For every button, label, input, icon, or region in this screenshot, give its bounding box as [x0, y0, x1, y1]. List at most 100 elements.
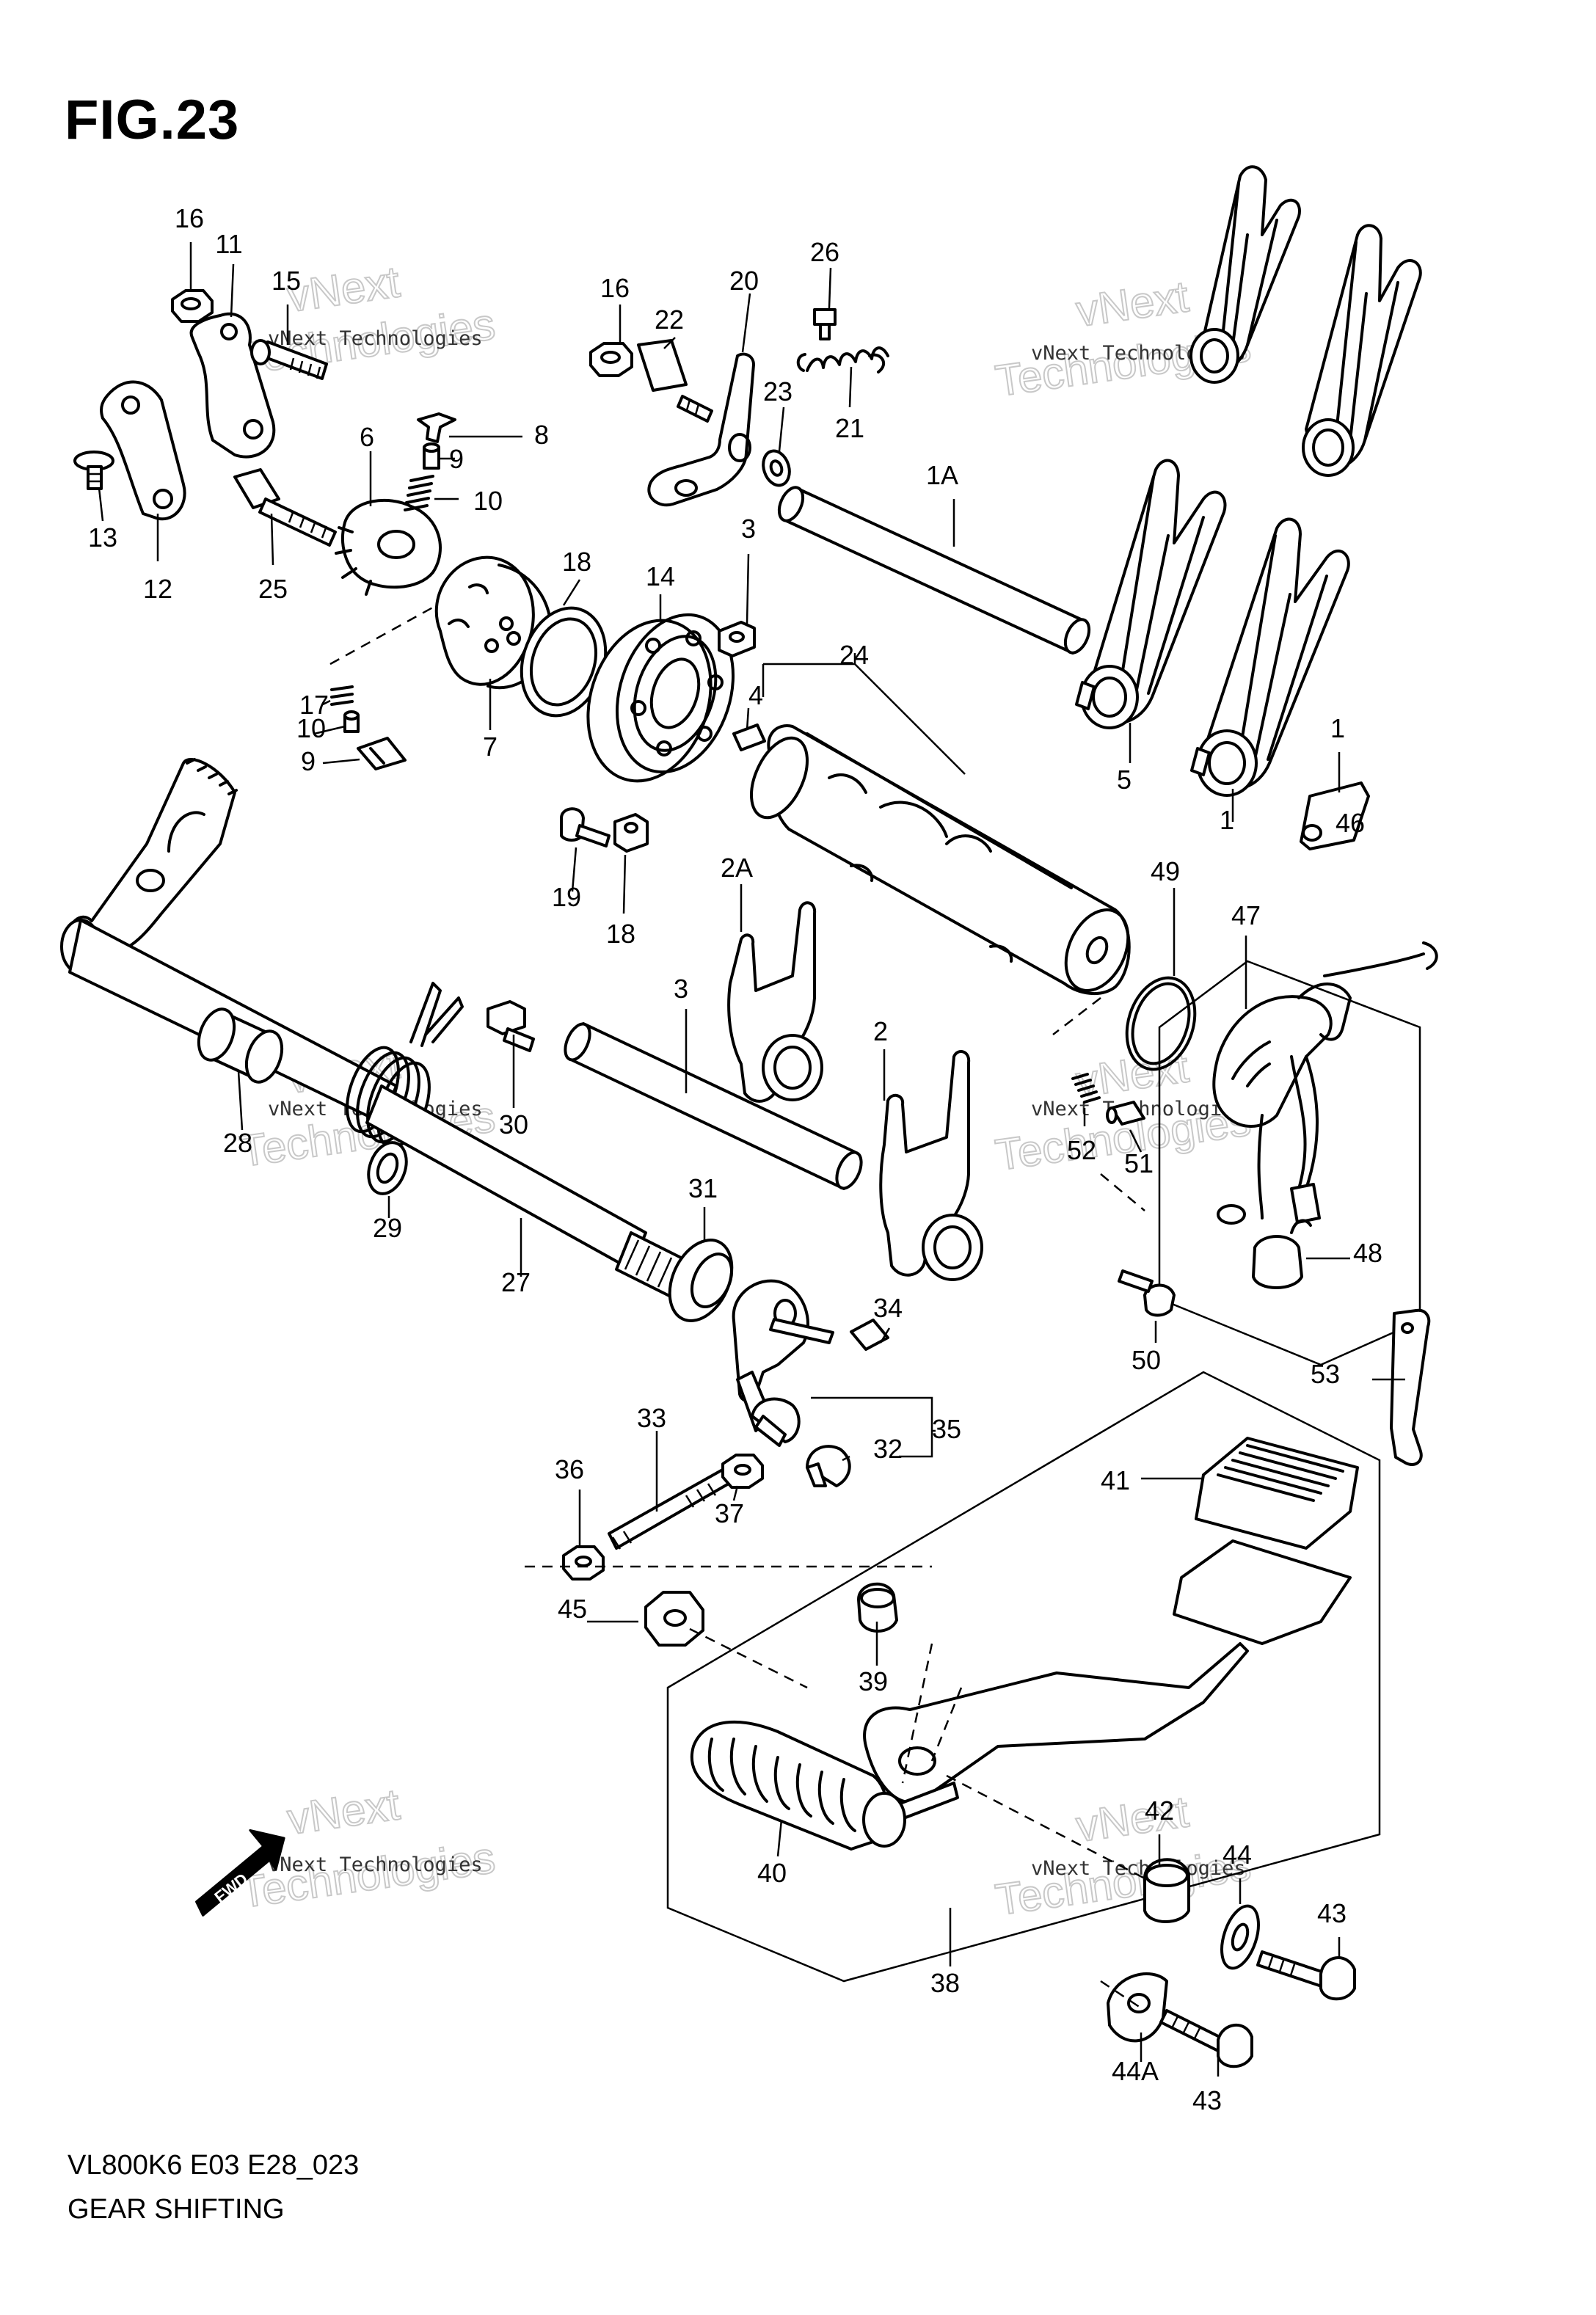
part-spring-21	[796, 346, 889, 373]
callout-label: 46	[1336, 808, 1365, 838]
part-footrest-40	[690, 1720, 906, 1851]
part-plate-53	[1390, 1308, 1431, 1466]
callout-label: 51	[1124, 1148, 1154, 1178]
watermark-text: vNext Technologies	[268, 327, 483, 350]
part-washer-44A	[1107, 1972, 1168, 2043]
callout-label: 7	[483, 732, 498, 762]
part-nut-16-right	[589, 342, 633, 377]
callout-label: 15	[272, 266, 301, 296]
part-spring-10-upper	[404, 475, 434, 511]
part-fork-2A	[727, 901, 823, 1103]
part-bolt-19	[560, 807, 611, 847]
callout-label: 2A	[721, 853, 753, 883]
part-joint-33	[806, 1445, 851, 1487]
callout-label: 50	[1132, 1345, 1161, 1375]
part-shift-drum-4	[750, 724, 1131, 996]
callout-label: 38	[930, 1968, 960, 1998]
callout-label: 8	[534, 420, 549, 450]
part-shift-lever-28	[60, 758, 398, 1124]
part-fork-shaft-3-lower	[564, 1022, 863, 1190]
callout-label: 44	[1222, 1840, 1252, 1870]
callout-label: 29	[373, 1213, 402, 1243]
assembly-dashed-lines	[329, 604, 1145, 2012]
callout-label: 4	[748, 680, 763, 710]
part-pin-5	[732, 723, 766, 751]
part-joint-32	[751, 1397, 801, 1447]
part-pin-51	[1106, 1101, 1145, 1126]
part-seal-29-lower	[367, 1141, 408, 1195]
callout-label: 11	[215, 229, 242, 259]
part-sensor-48	[1252, 1219, 1312, 1289]
part-fork-1-a	[1075, 459, 1227, 729]
callout-label: 10	[296, 713, 326, 743]
part-washer-44	[1220, 1904, 1260, 1970]
callout-label: 17	[299, 690, 329, 720]
part-nut-45	[644, 1591, 704, 1647]
callout-label: 27	[501, 1267, 531, 1297]
part-nut-36	[562, 1545, 605, 1581]
watermark-text: vNext Technologies	[1031, 1857, 1246, 1880]
callout-label: 28	[223, 1128, 252, 1158]
part-spring-52	[1071, 1073, 1101, 1104]
part-cam-plate-24	[434, 555, 553, 690]
callout-label: 35	[932, 1414, 961, 1444]
part-nut-37	[721, 1454, 764, 1489]
callout-label: 24	[839, 640, 869, 670]
callout-label: 19	[552, 882, 581, 912]
watermark-large-text: Technologies	[992, 1840, 1253, 1925]
callout-label: 3	[674, 974, 688, 1004]
callout-label: 33	[637, 1403, 666, 1433]
callout-label: 14	[646, 561, 675, 591]
callout-label: 20	[729, 266, 759, 296]
callout-label: 9	[301, 746, 316, 776]
watermark-large-text: vNext	[284, 1779, 403, 1844]
callout-label: 22	[655, 305, 684, 335]
part-fork-2	[879, 1050, 983, 1281]
part-screw-13	[73, 451, 114, 490]
callout-label: 1A	[926, 460, 958, 490]
part-bolt-30	[487, 1000, 535, 1052]
part-sensor-47	[1212, 941, 1438, 1225]
part-bolt-43-lower	[1159, 2009, 1253, 2068]
part-fork-1-b	[1190, 517, 1350, 797]
callout-label: 32	[873, 1434, 903, 1464]
part-collar-28	[197, 1007, 284, 1084]
part-bolt-34	[769, 1318, 889, 1351]
part-clip-46	[1300, 781, 1370, 850]
callout-label: 48	[1353, 1238, 1382, 1268]
callout-label: 2	[873, 1016, 888, 1046]
part-nut-16-left	[171, 289, 214, 323]
part-pin-9-upper	[423, 442, 440, 470]
callout-leaders	[98, 242, 1405, 2077]
callout-label: 39	[859, 1666, 888, 1696]
callout-label: 10	[473, 486, 503, 516]
part-cam-6	[335, 498, 442, 596]
callout-label: 5	[1117, 765, 1132, 795]
watermark-large-text: vNext	[1073, 271, 1192, 336]
part-pedal-arm	[863, 1642, 1249, 1829]
callout-label: 37	[715, 1498, 744, 1528]
part-screw-50	[1118, 1269, 1176, 1317]
callout-label: 6	[360, 422, 374, 452]
callout-label: 3	[741, 514, 756, 544]
part-stud-22	[637, 339, 713, 423]
diagram-code: VL800K6 E03 E28_023	[68, 2150, 360, 2181]
part-bolt-43-upper	[1256, 1950, 1356, 2001]
callout-label: 34	[873, 1293, 903, 1323]
part-bolt-15	[250, 339, 328, 380]
part-washer-23	[762, 449, 791, 487]
callout-label: 43	[1192, 2085, 1222, 2115]
callout-label: 52	[1067, 1135, 1096, 1165]
part-bearing-17	[586, 613, 735, 783]
callout-label: 40	[757, 1858, 787, 1888]
part-plate-11	[189, 312, 276, 459]
part-bushing-39	[857, 1582, 898, 1633]
part-fork-shaft-3-upper	[777, 486, 1091, 655]
callout-label: 42	[1145, 1796, 1174, 1826]
callout-label: 12	[143, 574, 172, 604]
figure-title: FIG.23	[65, 89, 240, 151]
callout-label: 44A	[1112, 2056, 1159, 2086]
part-o-ring-49	[1125, 976, 1197, 1071]
